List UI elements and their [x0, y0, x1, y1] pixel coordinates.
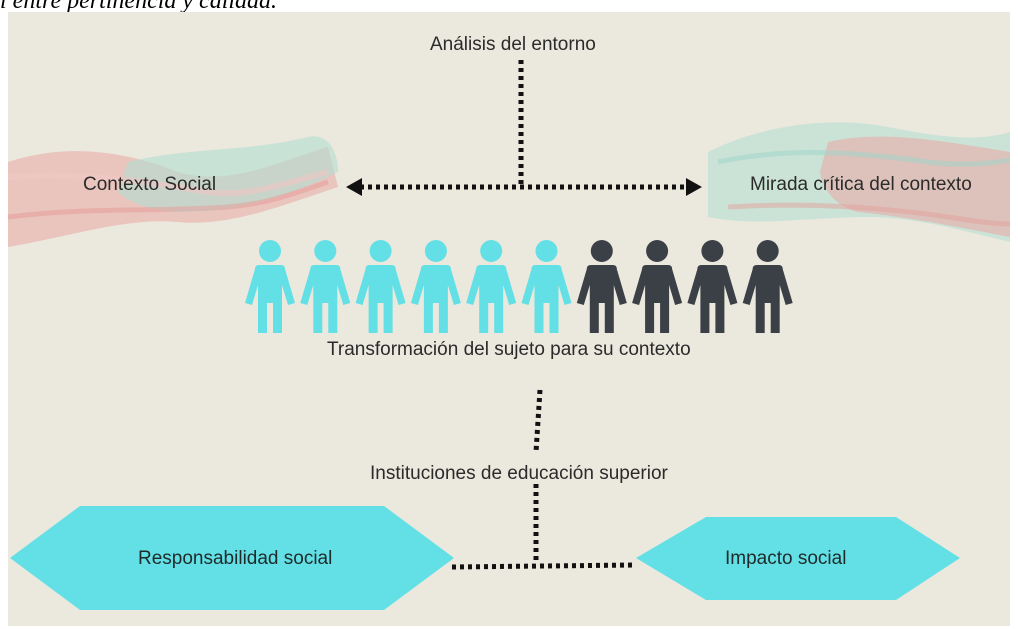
person-icon	[355, 240, 406, 333]
person-icon	[410, 240, 461, 333]
label-transformacion-sujeto: Transformación del sujeto para su contex…	[327, 339, 691, 360]
label-contexto-social: Contexto Social	[83, 174, 217, 195]
diagram-panel: Análisis del entorno Contexto Social Mir…	[8, 12, 1010, 626]
left-arrowhead	[346, 178, 362, 196]
dotted-connectors	[360, 60, 690, 570]
person-icon	[300, 240, 351, 333]
responsabilidad-social-shape	[10, 506, 454, 610]
person-icon	[466, 240, 517, 333]
people-group	[245, 240, 793, 333]
page-caption: l entre pertinencia y calidad.	[0, 0, 278, 14]
left-brush-stroke	[8, 136, 338, 247]
label-instituciones: Instituciones de educación superior	[370, 463, 668, 484]
right-brush-stroke	[708, 122, 1010, 242]
label-mirada-critica: Mirada crítica del contexto	[750, 174, 972, 195]
vertical-bottom-connector	[533, 389, 543, 453]
person-icon	[687, 240, 738, 333]
person-icon	[742, 240, 793, 333]
person-icon	[576, 240, 627, 333]
person-icon	[632, 240, 683, 333]
label-analisis-entorno: Análisis del entorno	[430, 34, 596, 55]
impacto-social-shape	[636, 517, 960, 600]
label-impacto-social: Impacto social	[725, 548, 847, 569]
horizontal-bottom-connector	[451, 562, 637, 570]
person-icon	[521, 240, 572, 333]
label-responsabilidad-social: Responsabilidad social	[138, 548, 333, 569]
person-icon	[245, 240, 295, 333]
diagram-canvas	[8, 60, 1010, 610]
right-arrowhead	[686, 178, 702, 196]
